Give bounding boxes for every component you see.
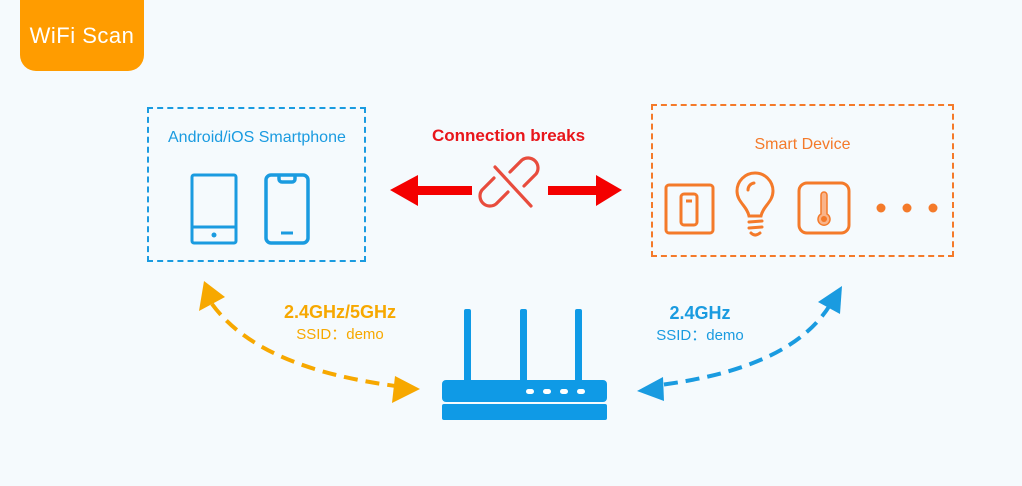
device-router-band: 2.4GHz: [669, 303, 731, 323]
switch-icon: [664, 183, 715, 235]
left-arrow-icon: [390, 175, 472, 206]
smart-device-group: Smart Device: [651, 104, 954, 257]
right-arrow-icon: [548, 175, 622, 206]
iphone-icon: [264, 173, 310, 245]
smart-device-group-title: Smart Device: [754, 136, 851, 153]
phone-router-link-arrow: [199, 281, 420, 403]
device-router-link-arrow: [637, 286, 842, 401]
badge-label: WiFi Scan: [29, 23, 135, 48]
wifi-scan-badge: WiFi Scan: [20, 0, 144, 71]
router-icon: [442, 309, 607, 420]
device-router-ssid: SSID：demo: [656, 327, 744, 344]
phone-router-band: 2.4GHz/5GHz: [283, 302, 397, 322]
smartphone-group-title: Android/iOS Smartphone: [168, 129, 346, 146]
smartphone-group: Android/iOS Smartphone: [147, 107, 366, 262]
more-dots-icon: [876, 203, 938, 213]
phone-router-link-label: 2.4GHz/5GHz SSID：demo: [262, 302, 418, 344]
broken-link-icon: [478, 156, 540, 208]
phone-router-ssid: SSID：demo: [296, 326, 384, 343]
android-phone-icon: [190, 173, 238, 245]
device-router-link-label: 2.4GHz SSID：demo: [640, 303, 760, 345]
connection-breaks-label: Connection breaks: [432, 126, 586, 145]
light-bulb-icon: [735, 171, 775, 237]
thermometer-icon: [797, 181, 851, 235]
